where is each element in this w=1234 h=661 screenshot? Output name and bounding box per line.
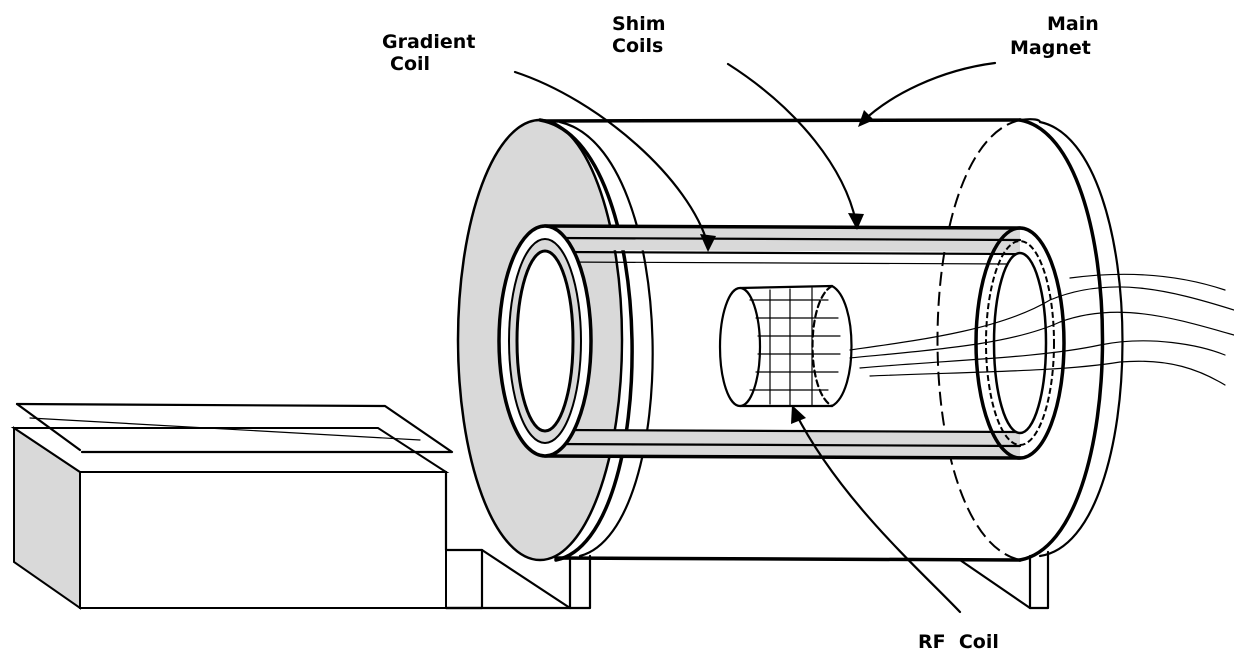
rf-coil-front-end [718, 286, 762, 408]
magnet-back-inner-dashed [936, 119, 1021, 561]
table-front-face [79, 471, 447, 609]
cables [849, 273, 1234, 386]
bore-tube [497, 224, 1066, 460]
patient-table [10, 402, 572, 610]
rf-coil-label: RF Coil [918, 631, 999, 653]
gradient-coil-back-ring [974, 226, 1066, 460]
table-sheet [15, 402, 454, 454]
leader-arrows [513, 61, 997, 614]
gradient-coil-arrow [513, 70, 710, 247]
magnet-label-line-2: Magnet [1010, 37, 1091, 59]
magnet-back-rim [1018, 118, 1105, 562]
labels: Gradient Coil Shim Coils Main Magnet RF … [382, 13, 1099, 653]
coil-label-line-2: Coil [390, 53, 430, 75]
shim-label-line-1: Shim [612, 13, 666, 35]
gradient-label-line-1: Gradient [382, 31, 475, 53]
rf-coil-arrow [793, 410, 962, 614]
main-label-line-1: Main [1047, 13, 1099, 35]
main-magnet-arrow [860, 61, 997, 124]
shim-coils-arrow [726, 62, 858, 224]
coils-label-line-2: Coils [612, 35, 663, 57]
rf-coil [718, 284, 853, 408]
